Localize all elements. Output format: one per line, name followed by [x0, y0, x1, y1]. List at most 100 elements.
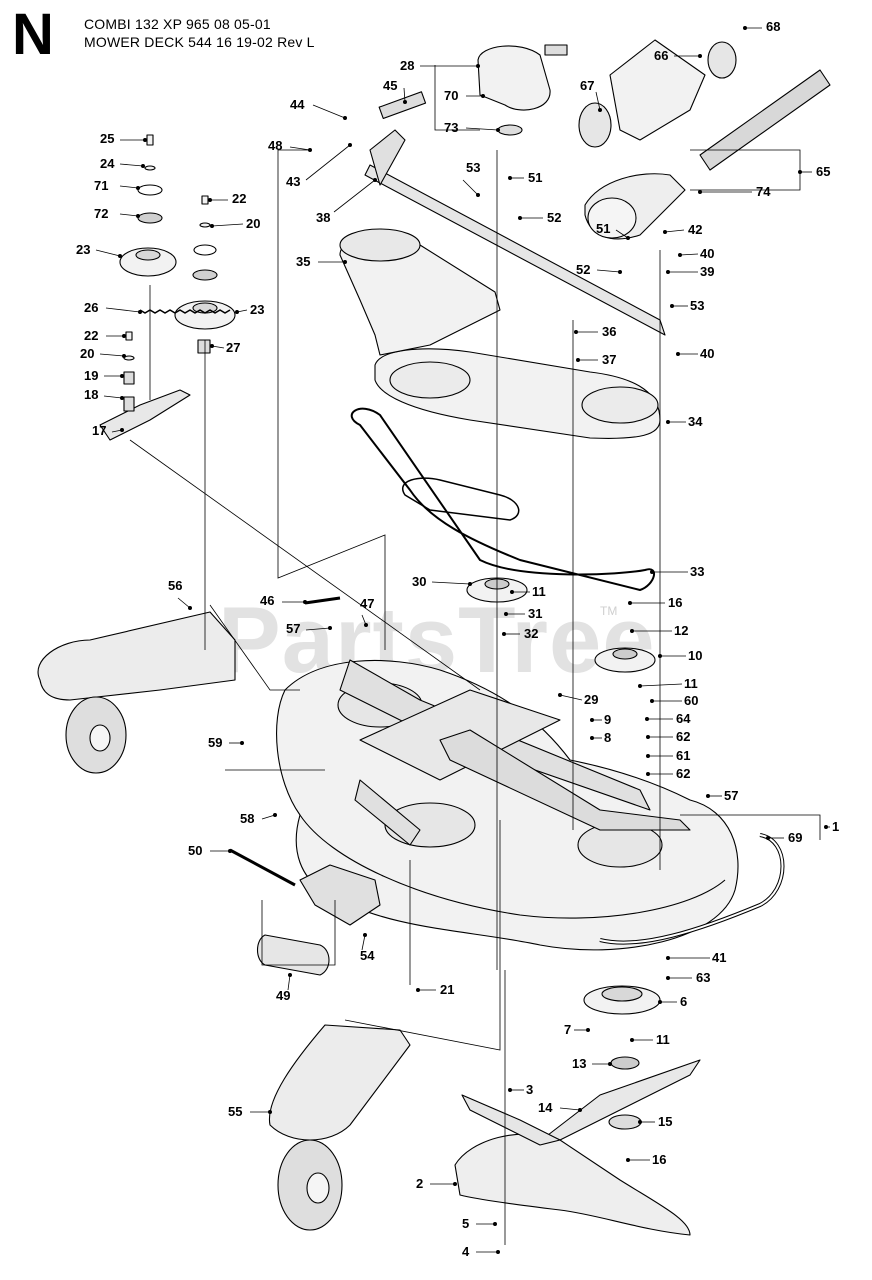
callout-42[interactable]: 42 [688, 222, 702, 237]
callout-41[interactable]: 41 [712, 950, 726, 965]
callout-23[interactable]: 23 [250, 302, 264, 317]
callout-51[interactable]: 51 [528, 170, 542, 185]
callout-43[interactable]: 43 [286, 174, 300, 189]
callout-20[interactable]: 20 [80, 346, 94, 361]
callout-leader-45 [403, 87, 406, 103]
callout-62[interactable]: 62 [676, 766, 690, 781]
callout-50[interactable]: 50 [188, 843, 202, 858]
callout-21[interactable]: 21 [440, 982, 454, 997]
callout-16[interactable]: 16 [668, 595, 682, 610]
callout-40[interactable]: 40 [700, 346, 714, 361]
link-line-17 [129, 439, 481, 691]
callout-8[interactable]: 8 [604, 730, 611, 745]
callout-37[interactable]: 37 [602, 352, 616, 367]
callout-32[interactable]: 32 [524, 626, 538, 641]
callout-11[interactable]: 11 [532, 584, 546, 599]
callout-3[interactable]: 3 [526, 1082, 533, 1097]
callout-30[interactable]: 30 [412, 574, 426, 589]
callout-5[interactable]: 5 [462, 1216, 469, 1231]
callout-68[interactable]: 68 [766, 19, 780, 34]
callout-dot-48 [307, 147, 312, 152]
callout-74[interactable]: 74 [756, 184, 771, 199]
callout-35[interactable]: 35 [296, 254, 310, 269]
callout-33[interactable]: 33 [690, 564, 704, 579]
callout-9[interactable]: 9 [604, 712, 611, 727]
callout-6[interactable]: 6 [680, 994, 687, 1009]
callout-52[interactable]: 52 [576, 262, 590, 277]
callout-57[interactable]: 57 [286, 621, 300, 636]
callout-11[interactable]: 11 [656, 1032, 670, 1047]
callout-47[interactable]: 47 [360, 596, 374, 611]
callout-13[interactable]: 13 [572, 1056, 586, 1071]
callout-54[interactable]: 54 [360, 948, 375, 963]
callout-dot-11 [509, 590, 514, 595]
baffle-2 [454, 1133, 691, 1236]
callout-leader-18 [103, 395, 123, 399]
callout-31[interactable]: 31 [528, 606, 542, 621]
callout-56[interactable]: 56 [168, 578, 182, 593]
callout-73[interactable]: 73 [444, 120, 458, 135]
bushing-27 [197, 339, 211, 354]
callout-39[interactable]: 39 [700, 264, 714, 279]
callout-52[interactable]: 52 [547, 210, 561, 225]
callout-dot-12 [630, 629, 635, 634]
callout-38[interactable]: 38 [316, 210, 330, 225]
callout-70[interactable]: 70 [444, 88, 458, 103]
callout-59[interactable]: 59 [208, 735, 222, 750]
callout-4[interactable]: 4 [462, 1244, 470, 1259]
callout-23[interactable]: 23 [76, 242, 90, 257]
callout-25[interactable]: 25 [100, 131, 114, 146]
callout-44[interactable]: 44 [290, 97, 305, 112]
callout-69[interactable]: 69 [788, 830, 802, 845]
callout-63[interactable]: 63 [696, 970, 710, 985]
washer-15 [608, 1114, 642, 1130]
callout-14[interactable]: 14 [538, 1100, 553, 1115]
callout-15[interactable]: 15 [658, 1114, 672, 1129]
callout-49[interactable]: 49 [276, 988, 290, 1003]
callout-1[interactable]: 1 [832, 819, 839, 834]
callout-16[interactable]: 16 [652, 1152, 666, 1167]
callout-62[interactable]: 62 [676, 729, 690, 744]
callout-29[interactable]: 29 [584, 692, 598, 707]
callout-48[interactable]: 48 [268, 138, 282, 153]
callout-10[interactable]: 10 [688, 648, 702, 663]
callout-46[interactable]: 46 [260, 593, 274, 608]
callout-66[interactable]: 66 [654, 48, 668, 63]
callout-26[interactable]: 26 [84, 300, 98, 315]
callout-dot-43 [347, 142, 352, 147]
callout-55[interactable]: 55 [228, 1104, 242, 1119]
callout-19[interactable]: 19 [84, 368, 98, 383]
callout-dot-31 [503, 612, 508, 617]
callout-7[interactable]: 7 [564, 1022, 571, 1037]
link-line-55 [344, 820, 501, 1051]
callout-18[interactable]: 18 [84, 387, 98, 402]
callout-11[interactable]: 11 [684, 676, 698, 691]
callout-2[interactable]: 2 [416, 1176, 423, 1191]
callout-65[interactable]: 65 [816, 164, 830, 179]
callout-28[interactable]: 28 [400, 58, 414, 73]
callout-61[interactable]: 61 [676, 748, 690, 763]
idler-arm-17 [99, 389, 191, 441]
callout-22[interactable]: 22 [84, 328, 98, 343]
callout-17[interactable]: 17 [92, 423, 106, 438]
callout-72[interactable]: 72 [94, 206, 108, 221]
callout-53[interactable]: 53 [466, 160, 480, 175]
callout-45[interactable]: 45 [383, 78, 397, 93]
callout-27[interactable]: 27 [226, 340, 240, 355]
callout-57[interactable]: 57 [724, 788, 738, 803]
callout-20[interactable]: 20 [246, 216, 260, 231]
callout-60[interactable]: 60 [684, 693, 698, 708]
callout-51[interactable]: 51 [596, 221, 610, 236]
callout-53[interactable]: 53 [690, 298, 704, 313]
callout-34[interactable]: 34 [688, 414, 703, 429]
callout-71[interactable]: 71 [94, 178, 108, 193]
callout-22[interactable]: 22 [232, 191, 246, 206]
callout-12[interactable]: 12 [674, 623, 688, 638]
callout-36[interactable]: 36 [602, 324, 616, 339]
callout-dot-60 [650, 699, 655, 704]
callout-64[interactable]: 64 [676, 711, 691, 726]
callout-40[interactable]: 40 [700, 246, 714, 261]
callout-58[interactable]: 58 [240, 811, 254, 826]
callout-67[interactable]: 67 [580, 78, 594, 93]
callout-24[interactable]: 24 [100, 156, 115, 171]
